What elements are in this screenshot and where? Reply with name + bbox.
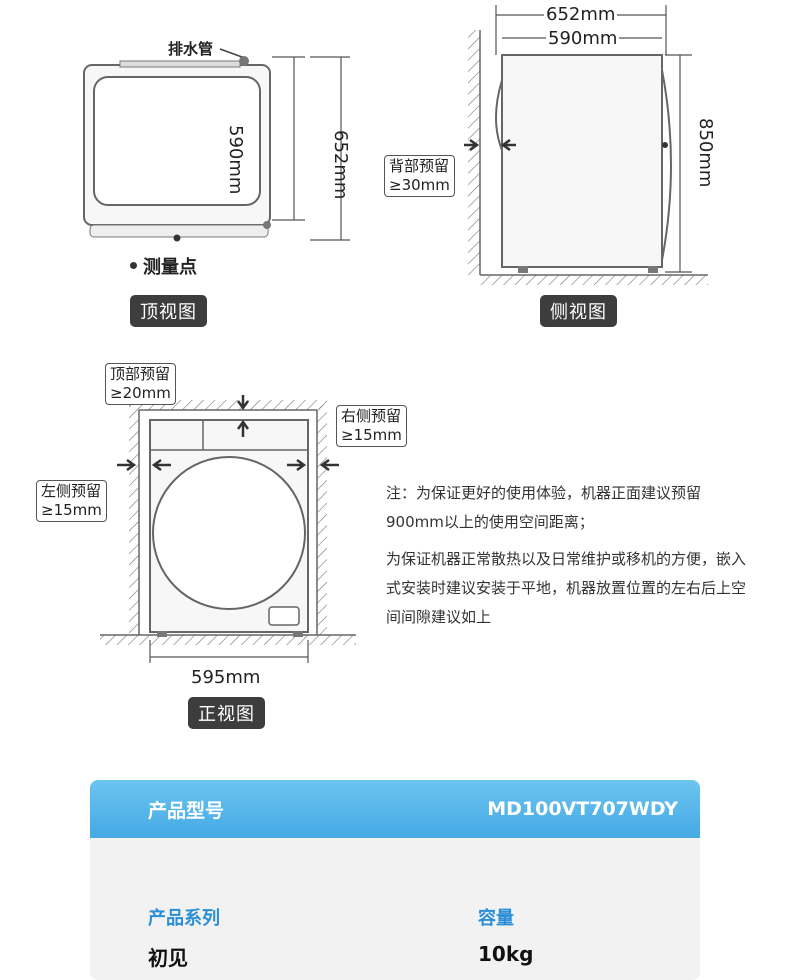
front-dim-595: 595mm [191,667,261,688]
spec-card: 产品型号 MD100VT707WDY 产品系列 容量 初见 10kg [90,780,700,980]
left-clearance-line2: ≥15mm [41,501,102,519]
top-dim-652: 652mm [330,130,351,200]
note-paragraph-2: 为保证机器正常散热以及日常维护或移机的方便，嵌入式安装时建议安装于平地，机器放置… [386,550,747,626]
measure-point-bullet-icon [130,262,137,269]
top-clearance-line1: 顶部预留 [110,365,171,383]
top-clearance-arrow-icon [236,395,250,411]
measure-point-label: 测量点 [143,257,197,278]
spec-value-capacity: 10kg [478,942,534,966]
back-clearance-line2: ≥30mm [389,176,450,194]
top-clearance-callout: 顶部预留 ≥20mm [105,363,176,405]
door-circle [152,456,306,610]
spec-label-series: 产品系列 [148,908,220,929]
right-clearance-callout: 右侧预留 ≥15mm [336,405,407,447]
side-dim-652: 652mm [544,4,618,25]
top-dim-590: 590mm [225,125,246,195]
top-view-label: 顶视图 [130,295,207,327]
drain-pipe-icon [239,56,249,66]
drain-pipe-label: 排水管 [168,40,214,58]
left-clearance-arrow-icon [117,458,137,472]
back-clearance-arrow-icon [464,138,480,152]
right-clearance-line2: ≥15mm [341,426,402,444]
spec-value-series: 初见 [148,946,188,970]
right-clearance-line1: 右侧预留 [341,407,402,425]
spec-header: 产品型号 MD100VT707WDY [90,780,700,838]
spec-values-row: 初见 10kg [148,942,688,971]
back-clearance-callout: 背部预留 ≥30mm [384,155,455,197]
spec-labels-row: 产品系列 容量 [148,904,688,930]
right-clearance-arrow-icon [287,458,307,472]
left-clearance-line1: 左侧预留 [41,482,102,500]
side-dim-850: 850mm [695,118,716,188]
side-view-label: 侧视图 [540,295,617,327]
side-view-body [501,54,663,268]
spec-header-value: MD100VT707WDY [487,798,678,820]
top-view-diagram [83,48,350,242]
note-paragraph-1: 注：为保证更好的使用体验，机器正面建议预留900mm以上的使用空间距离； [386,484,702,531]
side-dim-590: 590mm [546,28,620,49]
spec-label-capacity: 容量 [478,908,514,929]
front-view-diagram [100,395,356,663]
spec-header-label: 产品型号 [148,799,225,822]
back-clearance-line1: 背部预留 [389,157,450,175]
front-view-label: 正视图 [188,697,265,729]
top-clearance-line2: ≥20mm [110,384,171,402]
top-view-lid [93,76,261,206]
left-clearance-callout: 左侧预留 ≥15mm [36,480,107,522]
